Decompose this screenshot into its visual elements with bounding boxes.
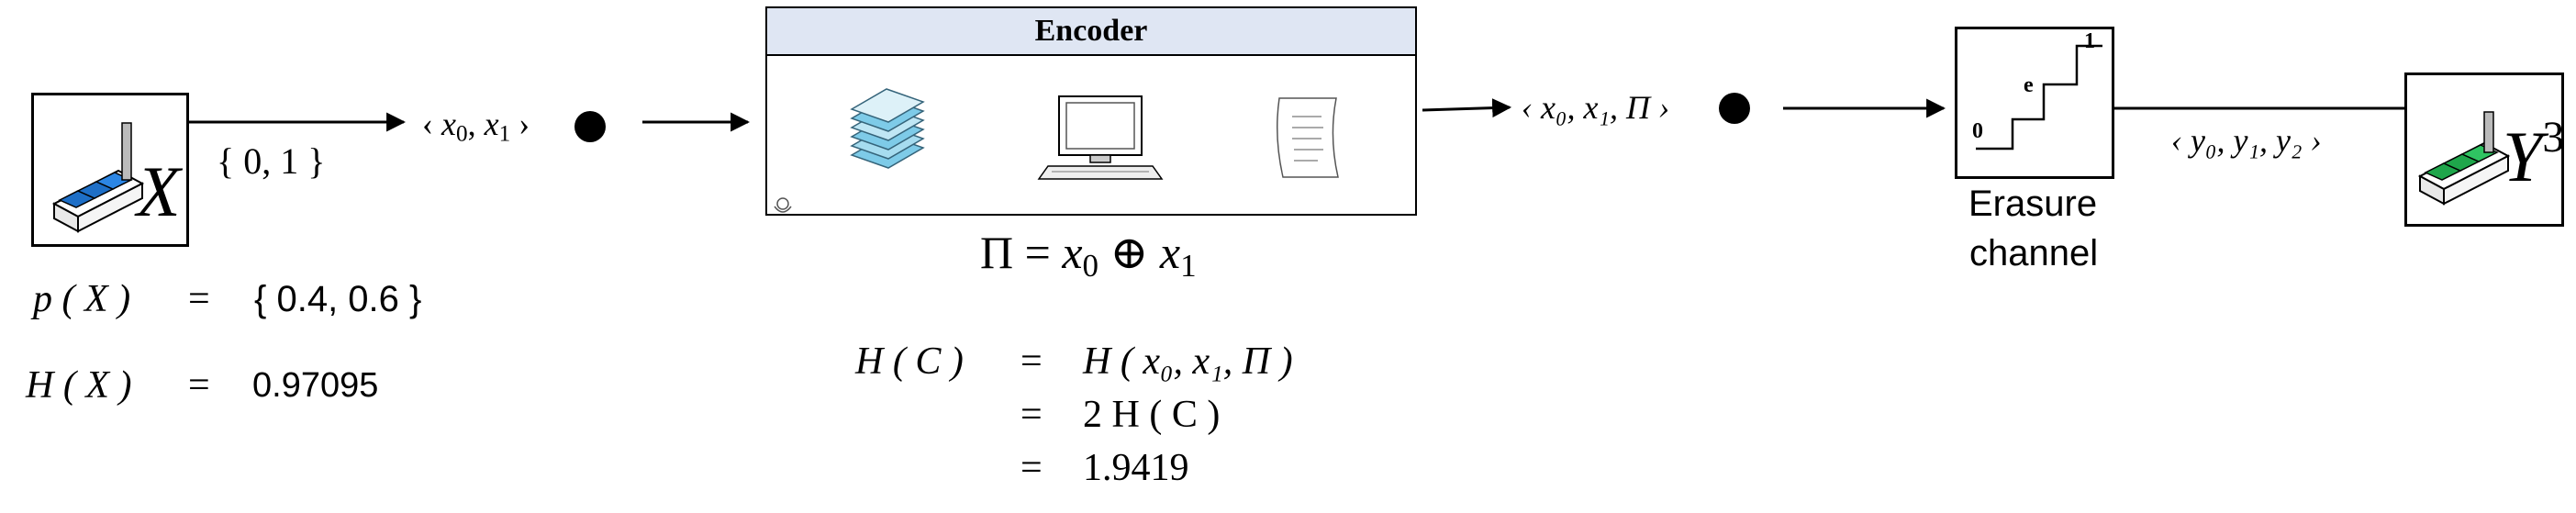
encoder-entropy-eq3: = xyxy=(1020,447,1043,489)
formula-x1: x xyxy=(1159,227,1181,278)
tuple-source: ‹ x0, x1 › xyxy=(422,106,530,147)
source-prob-eq: = xyxy=(188,278,210,320)
encoder-formula: Π = x0 ⊕ x1 xyxy=(980,227,1197,284)
encoder-small-glyph xyxy=(774,197,792,213)
source-prob-lhs: p ( X ) xyxy=(33,278,131,320)
source-entropy-rhs: 0.97095 xyxy=(252,366,379,405)
encoder-title: Encoder xyxy=(1034,14,1148,48)
source-prob-row: p ( X ) xyxy=(33,277,130,321)
sink-symbol-exponent: 3 xyxy=(2542,113,2565,162)
source-entropy-lhs: H ( X ) xyxy=(26,364,132,407)
source-entropy-row: H ( X ) xyxy=(26,363,131,407)
step-function-icon xyxy=(1976,44,2102,151)
sink-symbol: Y3 xyxy=(2503,116,2564,193)
source-symbol: X xyxy=(137,151,181,231)
tuple-output: ‹ y₀, y₁, y₂ › xyxy=(2171,122,2322,159)
source-prob-rhs: { 0.4, 0.6 } xyxy=(254,279,422,319)
formula-x1-sub: 1 xyxy=(1180,247,1197,284)
junction-dot-source xyxy=(574,111,606,142)
sink-box: Y3 xyxy=(2404,72,2564,227)
channel-label-line2: channel xyxy=(1969,233,2099,273)
sink-symbol-letter: Y xyxy=(2503,117,2543,196)
tuple-encoded-text: x₀, x₁, Π xyxy=(1541,89,1650,126)
step-mid-label: e xyxy=(2024,73,2034,97)
encoder-header xyxy=(767,8,1415,56)
formula-pi: Π xyxy=(980,227,1014,278)
factory-icon xyxy=(51,122,145,233)
source-entropy-eq: = xyxy=(188,364,210,407)
document-stack-icon xyxy=(850,88,925,169)
erasure-channel-box: 0 e 1 xyxy=(1955,27,2114,179)
sink-factory-icon xyxy=(2417,111,2511,206)
source-alphabet: { 0, 1 } xyxy=(217,140,326,182)
formula-x0-sub: 0 xyxy=(1082,247,1099,284)
encoder-entropy-eq1: = xyxy=(1020,340,1043,383)
arrow-encoder-to-tuple xyxy=(1422,98,1512,118)
formula-oplus: ⊕ xyxy=(1110,227,1149,278)
tuple-x1-sub: 1 xyxy=(498,121,511,147)
encoder-entropy-eq2: = xyxy=(1020,394,1043,436)
channel-label-line1: Erasure xyxy=(1968,184,2098,224)
tuple-encoded: ‹ x₀, x₁, Π › xyxy=(1522,89,1669,126)
tuple-output-text: y₀, y₁, y₂ xyxy=(2191,122,2303,159)
encoder-box: Encoder xyxy=(765,6,1417,216)
tuple-x1: x xyxy=(484,106,499,142)
formula-x0: x xyxy=(1062,227,1083,278)
source-box: X xyxy=(31,93,189,247)
step-high-label: 1 xyxy=(2084,29,2095,53)
tuple-x0: x xyxy=(441,106,456,142)
encoder-entropy-rhs3: 1.9419 xyxy=(1083,447,1189,489)
step-low-label: 0 xyxy=(1972,119,1983,143)
encoder-entropy-lhs: H ( C ) xyxy=(855,340,964,383)
computer-icon xyxy=(1037,95,1164,180)
tuple-x0-sub: 0 xyxy=(455,121,468,147)
document-scroll-icon xyxy=(1277,97,1339,178)
junction-dot-encoded xyxy=(1719,93,1750,124)
encoder-icons xyxy=(774,88,1339,213)
encoder-entropy-rhs2: 2 H ( C ) xyxy=(1083,394,1221,436)
encoder-entropy-rhs1: H ( x₀, x₁, Π ) xyxy=(1083,340,1293,383)
